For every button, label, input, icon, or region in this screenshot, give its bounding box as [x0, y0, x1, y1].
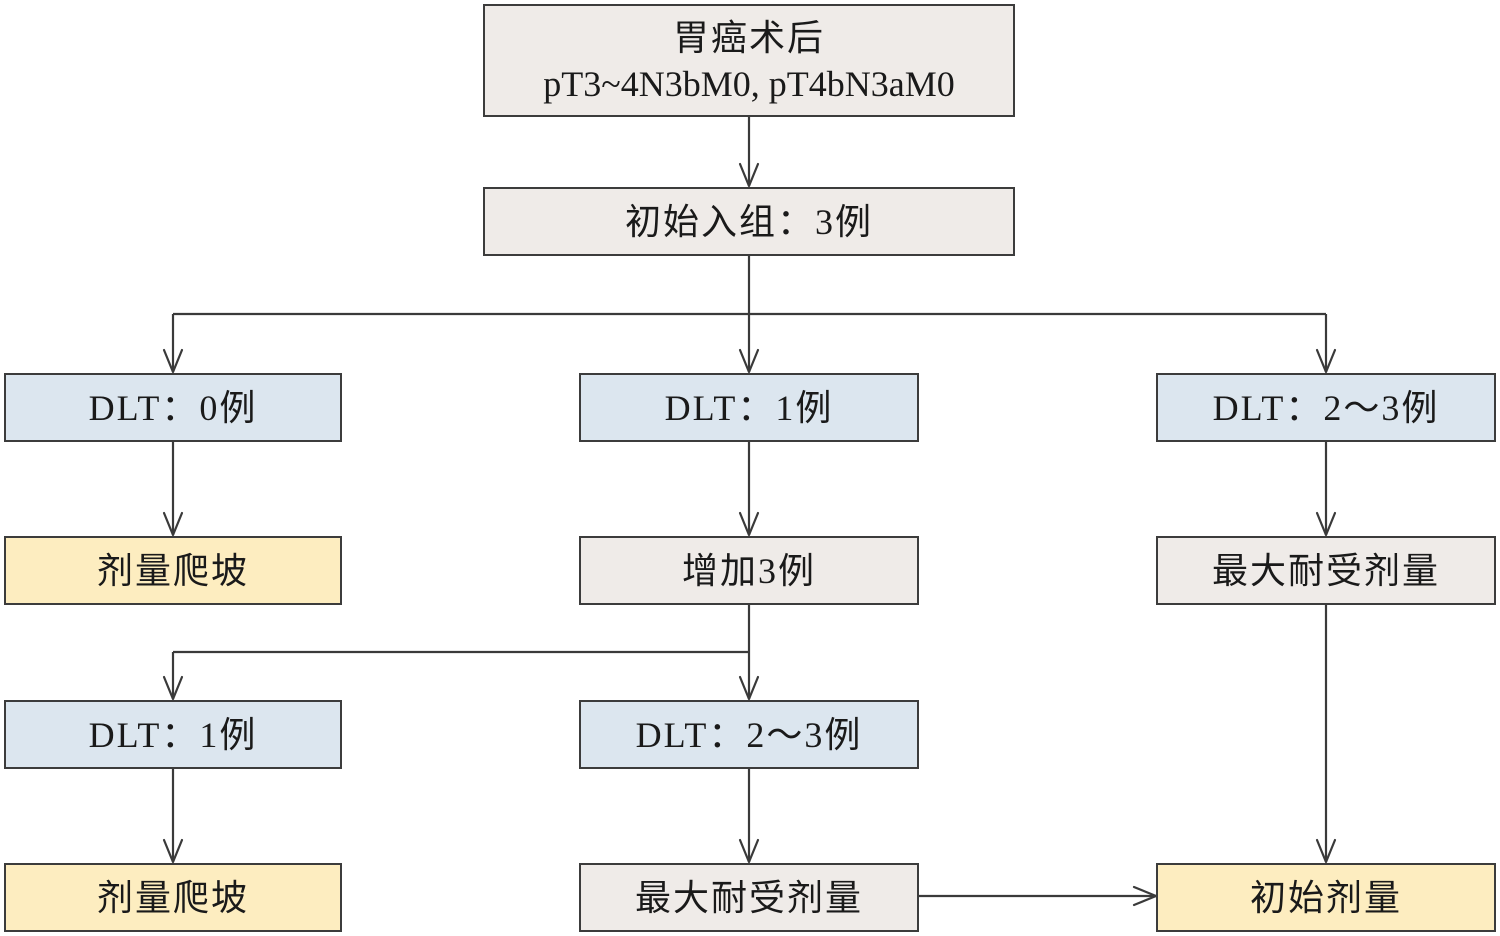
arrowhead — [738, 162, 760, 188]
arrowhead — [738, 675, 760, 701]
node-label: 最大耐受剂量 — [1211, 550, 1440, 591]
node-postoperative-gastric-cancer: 胃癌术后 pT3~4N3bM0, pT4bN3aM0 — [483, 4, 1015, 117]
node-label: DLT：2～3例 — [1212, 387, 1440, 428]
node-initial-dose: 初始剂量 — [1156, 863, 1496, 932]
arrowhead — [738, 511, 760, 537]
node-max-tolerated-dose-second: 最大耐受剂量 — [579, 863, 919, 932]
node-label: 剂量爬坡 — [96, 877, 249, 918]
arrowhead — [162, 511, 184, 537]
arrowhead — [1315, 348, 1337, 374]
node-dlt-0: DLT：0例 — [4, 373, 342, 442]
node-label: DLT：1例 — [664, 387, 834, 428]
node-label: DLT：2～3例 — [635, 714, 863, 755]
node-label: 最大耐受剂量 — [634, 877, 863, 918]
node-label: 初始入组：3例 — [624, 201, 873, 242]
node-dlt-2-3-second: DLT：2～3例 — [579, 700, 919, 769]
arrowhead — [738, 838, 760, 864]
node-dose-escalation: 剂量爬坡 — [4, 536, 342, 605]
node-add-3-cases: 增加3例 — [579, 536, 919, 605]
arrowhead — [1315, 838, 1337, 864]
arrowhead — [162, 838, 184, 864]
node-dlt-2-3: DLT：2～3例 — [1156, 373, 1496, 442]
node-dlt-1-second: DLT：1例 — [4, 700, 342, 769]
node-label: DLT：0例 — [88, 387, 258, 428]
node-label: 剂量爬坡 — [96, 550, 249, 591]
node-label: DLT：1例 — [88, 714, 258, 755]
arrowhead — [162, 675, 184, 701]
node-staging: pT3~4N3bM0, pT4bN3aM0 — [543, 63, 955, 104]
node-label: 增加3例 — [681, 550, 816, 591]
arrowhead — [738, 348, 760, 374]
node-max-tolerated-dose: 最大耐受剂量 — [1156, 536, 1496, 605]
node-dose-escalation-second: 剂量爬坡 — [4, 863, 342, 932]
node-label: 初始剂量 — [1249, 877, 1402, 918]
node-initial-enrollment: 初始入组：3例 — [483, 187, 1015, 256]
node-title: 胃癌术后 — [672, 17, 825, 58]
node-dlt-1: DLT：1例 — [579, 373, 919, 442]
arrowhead — [162, 348, 184, 374]
arrowhead — [1315, 511, 1337, 537]
